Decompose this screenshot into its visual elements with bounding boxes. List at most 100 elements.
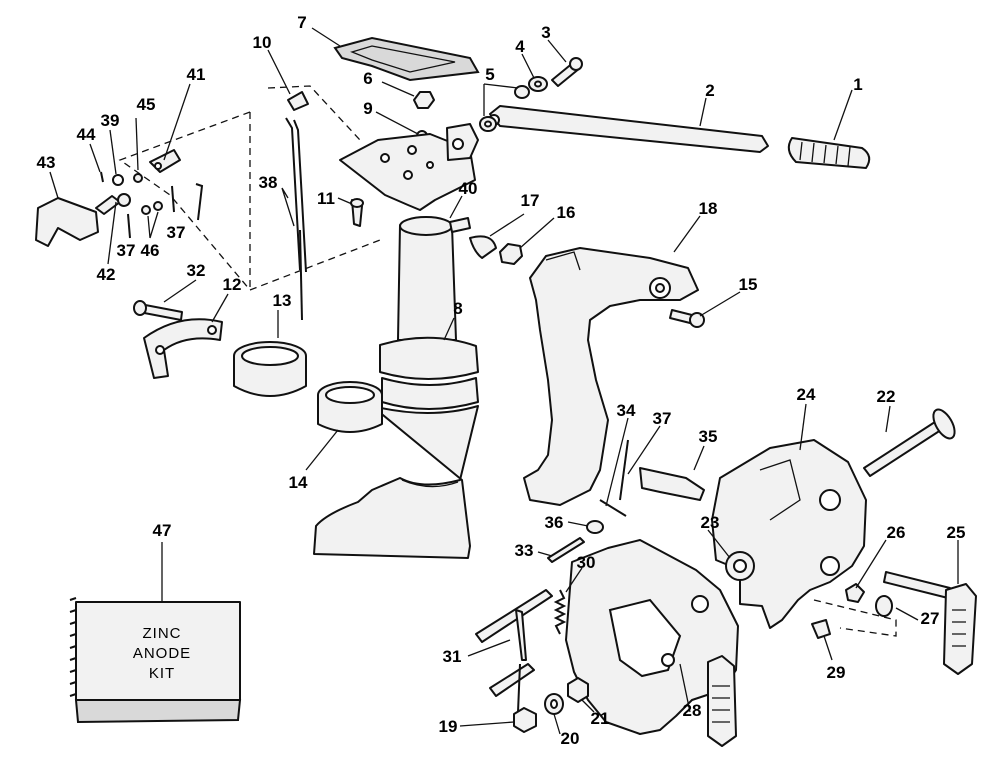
callout-24: 24	[797, 385, 816, 404]
part-28-clamp-handle	[707, 655, 737, 747]
callout-10: 10	[253, 33, 272, 52]
callout-45: 45	[137, 95, 156, 114]
callout-36: 36	[545, 513, 564, 532]
callout-28: 28	[683, 701, 702, 720]
part-45-clip	[133, 173, 143, 183]
callout-34: 34	[617, 401, 636, 420]
part-10-screw	[287, 91, 309, 111]
callout-11: 11	[317, 189, 335, 208]
part-29-pin	[811, 619, 831, 639]
assembly-dashed-outline	[118, 85, 381, 291]
part-4-washer	[528, 76, 548, 92]
part-47-zinc-anode-kit: ZINC ANODE KIT	[69, 597, 242, 724]
callout-23: 23	[701, 513, 720, 532]
part-46-washers	[141, 201, 163, 215]
part-38-shift-rods	[285, 117, 307, 321]
callout-32: 32	[187, 261, 206, 280]
callout-4: 4	[515, 37, 525, 56]
bracket-dashed-guide	[813, 599, 897, 637]
callout-25: 25	[947, 523, 966, 542]
part-15-bolt	[669, 309, 705, 328]
callout-1: 1	[853, 75, 862, 94]
part-24-stern-bracket	[711, 439, 867, 629]
callout-17: 17	[521, 191, 540, 210]
callout-40: 40	[459, 179, 478, 198]
callout-2: 2	[705, 81, 714, 100]
part-33-rod	[547, 537, 585, 563]
callout-8: 8	[453, 299, 462, 318]
callout-20: 20	[561, 729, 580, 748]
callout-16: 16	[557, 203, 576, 222]
part-43-fitting	[35, 197, 99, 247]
part-11-screw	[350, 198, 364, 227]
part-22-tilt-bolt	[863, 408, 956, 477]
part-2-tiller-arm	[488, 105, 769, 153]
callout-43: 43	[37, 153, 56, 172]
part-31-tilt-lever	[475, 589, 553, 721]
part-7-gasket	[333, 36, 480, 82]
callout-27: 27	[921, 609, 940, 628]
callout-42: 42	[97, 265, 116, 284]
callout-31: 31	[443, 647, 462, 666]
callout-labels: 1 2 3 4 5 6 7 8 9 10 11 12 13 14 15 16 1…	[37, 13, 966, 748]
part-25-clamp-screw	[883, 571, 977, 675]
part-1-handle-grip	[787, 137, 871, 169]
callout-38: 38	[259, 173, 278, 192]
callout-29: 29	[827, 663, 846, 682]
callout-37-middle: 37	[167, 223, 186, 242]
part-42-screw	[95, 193, 131, 215]
part-12-clamp	[143, 318, 223, 379]
callout-44: 44	[77, 125, 96, 144]
part-37-pins	[127, 183, 629, 501]
leader-lines	[49, 27, 959, 735]
callout-47: 47	[153, 521, 172, 540]
part-27-washer	[875, 595, 893, 617]
callout-15: 15	[739, 275, 758, 294]
part-6-nut	[413, 91, 435, 109]
callout-35: 35	[699, 427, 718, 446]
callout-30: 30	[577, 553, 596, 572]
part-28-stern-bracket	[565, 539, 739, 735]
kit-label-line-3: KIT	[149, 665, 175, 682]
part-16-nut	[499, 243, 523, 265]
callout-37-right: 37	[653, 409, 672, 428]
part-14-seal	[317, 381, 383, 433]
part-23-bushing	[725, 551, 755, 581]
callout-14: 14	[289, 473, 308, 492]
part-35-bracket	[639, 467, 705, 501]
part-18-swivel-bracket	[523, 247, 699, 506]
callout-19: 19	[439, 717, 458, 736]
part-20-washer	[544, 693, 564, 715]
callout-26: 26	[887, 523, 906, 542]
part-32-screw	[133, 300, 183, 321]
callout-46: 46	[141, 241, 160, 260]
part-34-pin	[599, 499, 627, 517]
part-40-screw	[449, 217, 471, 233]
callout-3: 3	[541, 23, 550, 42]
part-41-link	[149, 149, 181, 173]
part-3-screw	[551, 57, 583, 87]
callout-21: 21	[591, 709, 610, 728]
part-30-spring	[553, 589, 567, 635]
callout-12: 12	[223, 275, 242, 294]
part-5-washers	[479, 85, 530, 132]
callout-37-left: 37	[117, 241, 136, 260]
part-21-nut	[567, 677, 589, 703]
callout-13: 13	[273, 291, 292, 310]
part-19-nut	[513, 707, 537, 733]
part-8-exhaust-housing	[313, 123, 479, 559]
callout-9: 9	[363, 99, 372, 118]
callout-7: 7	[297, 13, 306, 32]
callout-39: 39	[101, 111, 120, 130]
callout-5: 5	[485, 65, 494, 84]
callout-33: 33	[515, 541, 534, 560]
part-44-pin	[100, 171, 104, 183]
part-13-bushing	[233, 341, 307, 397]
kit-label-line-1: ZINC	[143, 625, 182, 642]
callout-6: 6	[363, 69, 372, 88]
callout-18: 18	[699, 199, 718, 218]
kit-label-line-2: ANODE	[133, 645, 191, 662]
part-26-nut	[845, 583, 865, 603]
part-17-spring-clip	[469, 235, 497, 259]
